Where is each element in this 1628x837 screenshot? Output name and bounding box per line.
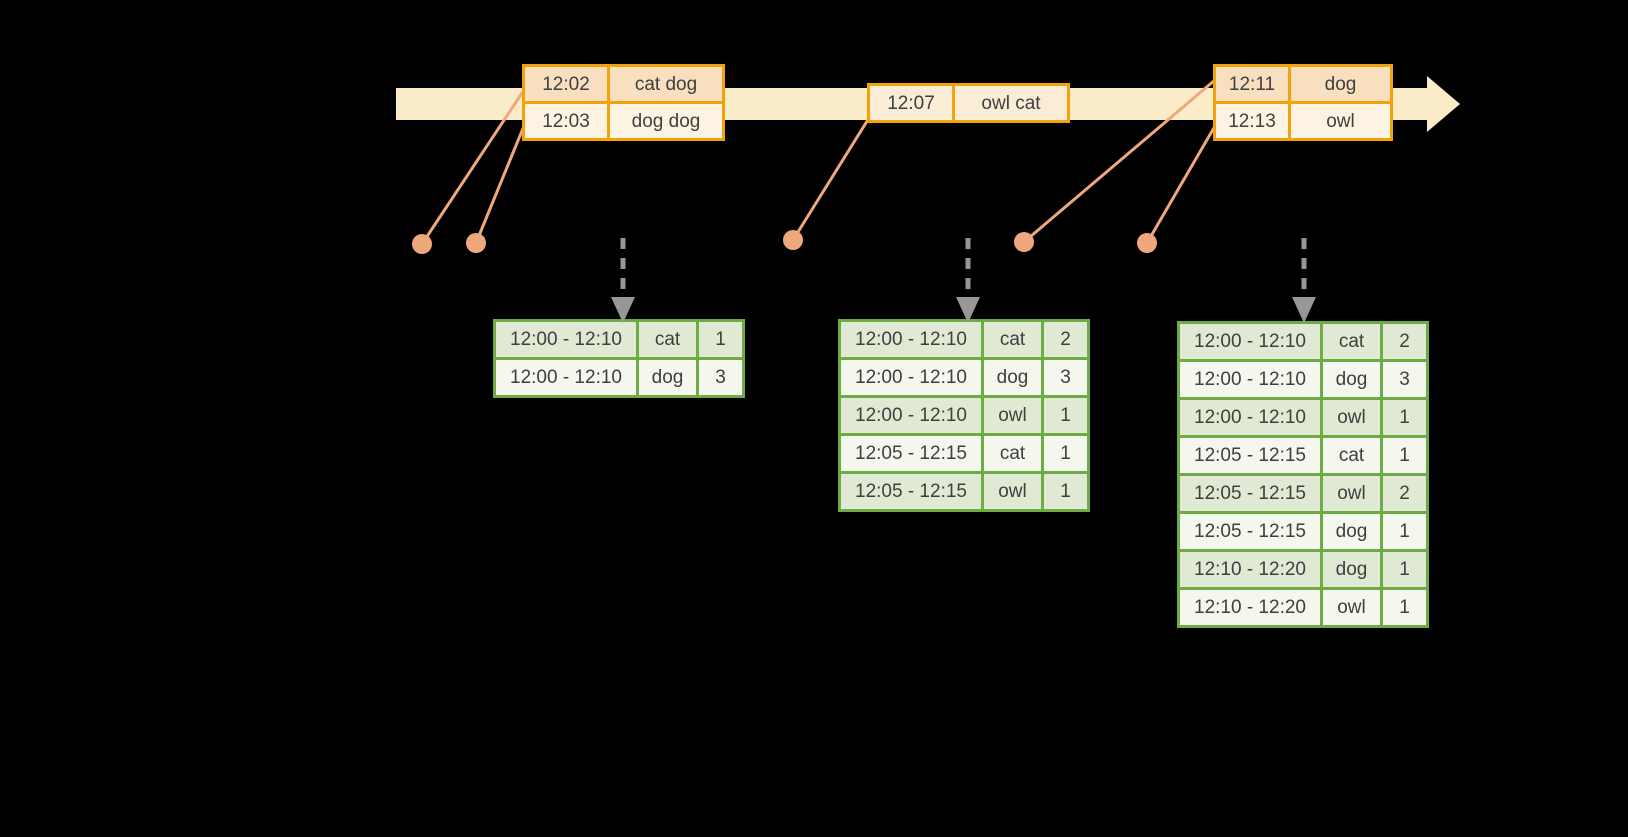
window-cell: 12:00 - 12:10 [496, 360, 636, 395]
event-marker-dot [783, 230, 803, 250]
word-cell: dog [1323, 514, 1380, 549]
event-table-3: 12:11 dog 12:13 owl [1213, 64, 1393, 141]
word-cell: dog [984, 360, 1041, 395]
count-cell: 1 [1044, 398, 1087, 433]
result-table-3: 12:00 - 12:10 cat 2 12:00 - 12:10 dog 3 … [1177, 321, 1429, 628]
word-cell: dog [1323, 552, 1380, 587]
event-marker-dot [1014, 232, 1034, 252]
event-time-cell: 12:13 [1216, 104, 1288, 138]
count-cell: 2 [1383, 324, 1426, 359]
event-marker-dot [466, 233, 486, 253]
window-cell: 12:00 - 12:10 [1180, 400, 1320, 435]
count-cell: 1 [1044, 436, 1087, 471]
word-cell: owl [984, 398, 1041, 433]
count-cell: 1 [1383, 514, 1426, 549]
window-cell: 12:05 - 12:15 [1180, 438, 1320, 473]
count-cell: 2 [1383, 476, 1426, 511]
event-time-cell: 12:11 [1216, 67, 1288, 101]
window-cell: 12:00 - 12:10 [1180, 362, 1320, 397]
count-cell: 1 [1383, 400, 1426, 435]
word-cell: owl [1323, 476, 1380, 511]
count-cell: 1 [1044, 474, 1087, 509]
trigger-arrow [611, 238, 635, 323]
count-cell: 1 [1383, 590, 1426, 625]
word-cell: cat [639, 322, 696, 357]
event-time-cell: 12:07 [870, 86, 952, 120]
event-words-cell: cat dog [610, 67, 722, 101]
event-words-cell: owl [1291, 104, 1390, 138]
event-table-2: 12:07 owl cat [867, 83, 1070, 123]
event-connector-line [791, 116, 871, 242]
count-cell: 1 [1383, 552, 1426, 587]
trigger-arrow [956, 238, 980, 323]
word-cell: dog [639, 360, 696, 395]
event-time-cell: 12:03 [525, 104, 607, 138]
count-cell: 1 [699, 322, 742, 357]
word-cell: owl [1323, 400, 1380, 435]
word-cell: owl [1323, 590, 1380, 625]
event-connector-line [420, 88, 526, 246]
word-cell: dog [1323, 362, 1380, 397]
word-cell: cat [984, 322, 1041, 357]
result-table-2: 12:00 - 12:10 cat 2 12:00 - 12:10 dog 3 … [838, 319, 1090, 512]
event-words-cell: dog dog [610, 104, 722, 138]
count-cell: 3 [699, 360, 742, 395]
word-cell: cat [1323, 324, 1380, 359]
count-cell: 1 [1383, 438, 1426, 473]
timeline-arrowhead-icon [1427, 76, 1460, 132]
window-cell: 12:05 - 12:15 [1180, 476, 1320, 511]
window-cell: 12:00 - 12:10 [841, 322, 981, 357]
result-table-1: 12:00 - 12:10 cat 1 12:00 - 12:10 dog 3 [493, 319, 745, 398]
trigger-arrow-head-icon [1292, 297, 1316, 323]
event-connector-line [474, 124, 526, 245]
window-cell: 12:00 - 12:10 [841, 398, 981, 433]
word-cell: cat [984, 436, 1041, 471]
trigger-arrow [1292, 238, 1316, 323]
event-connector-line [1145, 124, 1217, 245]
count-cell: 2 [1044, 322, 1087, 357]
window-cell: 12:00 - 12:10 [841, 360, 981, 395]
count-cell: 3 [1044, 360, 1087, 395]
window-cell: 12:05 - 12:15 [841, 436, 981, 471]
event-words-cell: dog [1291, 67, 1390, 101]
window-cell: 12:10 - 12:20 [1180, 552, 1320, 587]
event-time-cell: 12:02 [525, 67, 607, 101]
window-cell: 12:00 - 12:10 [1180, 324, 1320, 359]
window-cell: 12:05 - 12:15 [1180, 514, 1320, 549]
window-cell: 12:00 - 12:10 [496, 322, 636, 357]
event-table-1: 12:02 cat dog 12:03 dog dog [522, 64, 725, 141]
word-cell: owl [984, 474, 1041, 509]
window-cell: 12:10 - 12:20 [1180, 590, 1320, 625]
event-words-cell: owl cat [955, 86, 1067, 120]
count-cell: 3 [1383, 362, 1426, 397]
window-cell: 12:05 - 12:15 [841, 474, 981, 509]
event-marker-dot [1137, 233, 1157, 253]
event-marker-dot [412, 234, 432, 254]
word-cell: cat [1323, 438, 1380, 473]
